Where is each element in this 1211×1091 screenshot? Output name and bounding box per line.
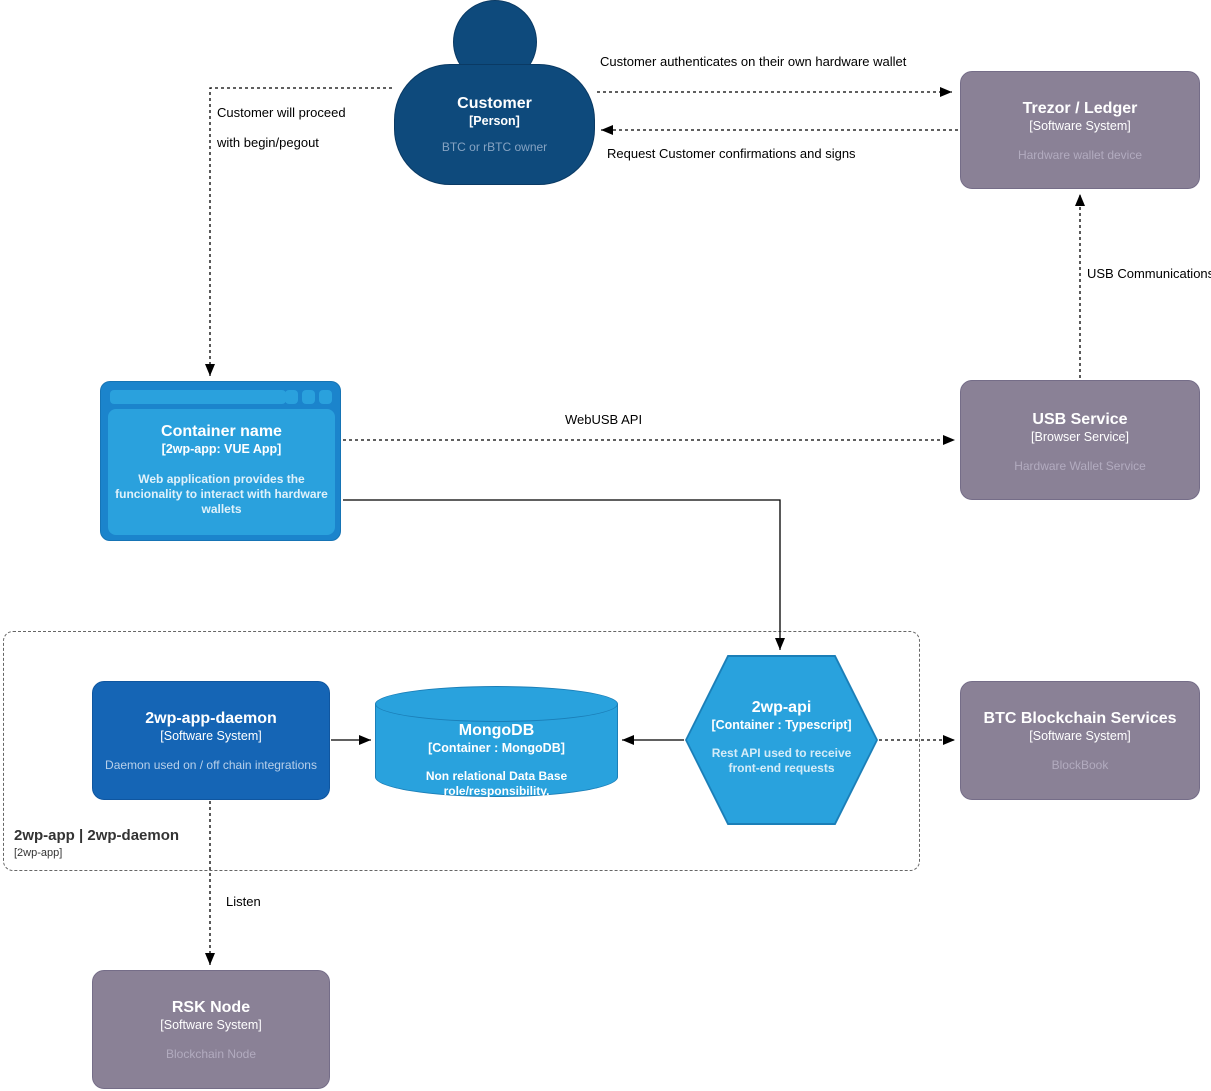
browser-button-icon	[319, 390, 332, 404]
node-2wp-app-daemon[interactable]: 2wp-app-daemon [Software System] Daemon …	[92, 681, 330, 800]
node-title: MongoDB	[458, 722, 535, 739]
node-title: Trezor / Ledger	[1022, 100, 1138, 117]
edge-customer-to-webapp	[205, 87, 392, 376]
browser-address-bar	[110, 390, 286, 404]
edge-webapp-to-api	[343, 499, 785, 650]
node-description: Hardware Wallet Service	[1014, 459, 1146, 473]
node-subtitle: [Software System]	[160, 729, 262, 743]
edge-label-webusb-api: WebUSB API	[565, 412, 643, 427]
node-webapp-container[interactable]: Container name [2wp-app: VUE App] Web ap…	[100, 381, 341, 541]
node-description: Web application provides the funcionalit…	[115, 472, 328, 516]
cylinder-text: MongoDB [Container : MongoDB] Non relati…	[375, 722, 618, 799]
edge-label-listen: Listen	[226, 894, 261, 909]
node-subtitle: [Container : MongoDB]	[428, 741, 565, 755]
node-title: BTC Blockchain Services	[983, 710, 1177, 727]
hexagon-inner: 2wp-api [Container : Typescript] Rest AP…	[687, 657, 876, 823]
node-description: Daemon used on / off chain integrations	[105, 758, 317, 772]
cylinder-top	[375, 686, 618, 722]
node-title: Container name	[161, 423, 282, 440]
edge-label-proceed-line1: Customer will proceed	[217, 105, 346, 120]
node-title: Customer	[457, 95, 532, 112]
boundary-title: 2wp-app | 2wp-daemon	[14, 827, 180, 844]
node-usb-service[interactable]: USB Service [Browser Service] Hardware W…	[960, 380, 1200, 500]
node-title: 2wp-app-daemon	[145, 710, 277, 727]
node-description: Blockchain Node	[165, 1047, 257, 1061]
node-subtitle: [Container : Typescript]	[711, 718, 852, 732]
node-description: BTC or rBTC owner	[441, 140, 548, 154]
edge-label-confirmations: Request Customer confirmations and signs	[607, 146, 856, 161]
node-subtitle: [Browser Service]	[1031, 430, 1129, 444]
node-subtitle: [2wp-app: VUE App]	[161, 442, 282, 456]
node-customer[interactable]: Customer [Person] BTC or rBTC owner	[394, 64, 595, 185]
node-subtitle: [Software System]	[1029, 729, 1131, 743]
node-description: Non relational Data Base role/responsibi…	[425, 769, 568, 798]
node-title: 2wp-api	[751, 699, 812, 716]
browser-button-icon	[302, 390, 315, 404]
node-subtitle: [Person]	[469, 114, 520, 128]
node-description: Hardware wallet device	[1017, 148, 1143, 162]
node-subtitle: [Software System]	[1029, 119, 1131, 133]
browser-content: Container name [2wp-app: VUE App] Web ap…	[108, 409, 335, 535]
edge-label-proceed-line2: with begin/pegout	[217, 135, 319, 150]
node-description: Rest API used to receive front-end reque…	[711, 746, 852, 775]
node-subtitle: [Software System]	[160, 1018, 262, 1032]
node-title: RSK Node	[171, 999, 251, 1016]
boundary-subtitle: [2wp-app]	[14, 847, 63, 859]
browser-button-icon	[285, 390, 298, 404]
node-description: BlockBook	[1051, 758, 1109, 772]
node-btc-blockchain-services[interactable]: BTC Blockchain Services [Software System…	[960, 681, 1200, 800]
node-trezor-ledger[interactable]: Trezor / Ledger [Software System] Hardwa…	[960, 71, 1200, 189]
node-rsk-node[interactable]: RSK Node [Software System] Blockchain No…	[92, 970, 330, 1089]
edge-label-usb-communications: USB Communications	[1087, 266, 1211, 281]
node-title: USB Service	[1032, 411, 1128, 428]
node-2wp-api[interactable]: 2wp-api [Container : Typescript] Rest AP…	[685, 655, 878, 825]
edge-label-authenticates: Customer authenticates on their own hard…	[600, 54, 907, 69]
node-mongodb[interactable]: MongoDB [Container : MongoDB] Non relati…	[375, 686, 618, 799]
